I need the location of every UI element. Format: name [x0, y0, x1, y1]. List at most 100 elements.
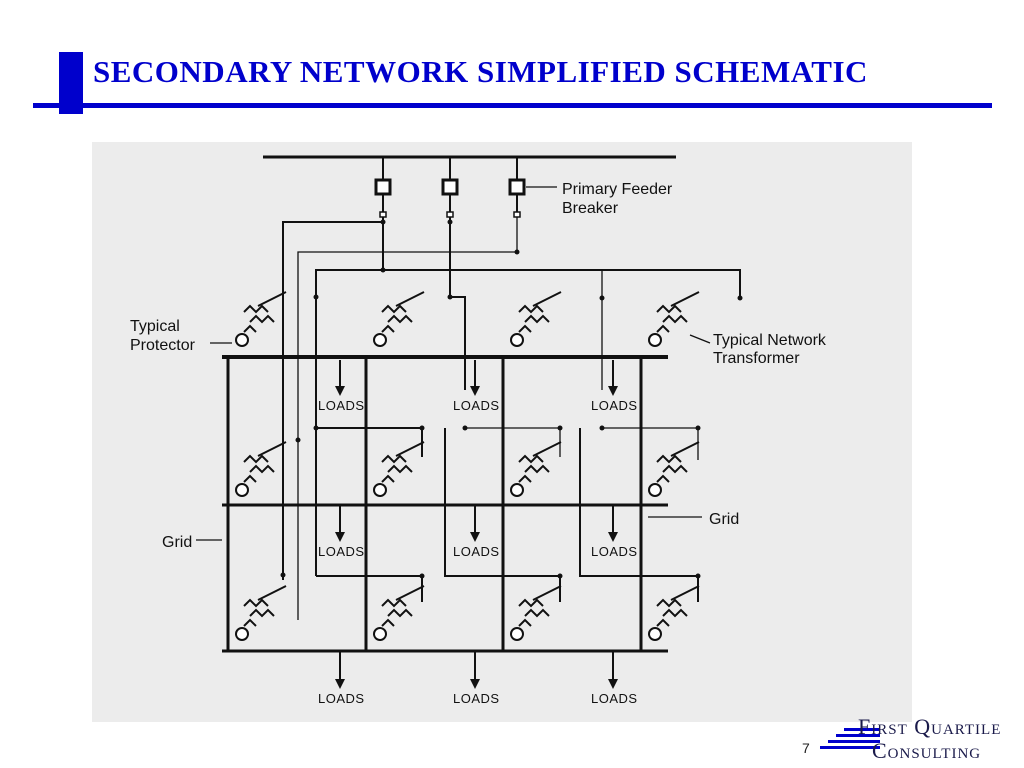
load-arrow-icon: [470, 679, 480, 689]
primary-feeder-breaker-label-line2: Breaker: [562, 200, 619, 217]
loads-label: LOADS: [591, 398, 638, 413]
junction-dot: [737, 295, 743, 301]
loads-label: LOADS: [453, 544, 500, 559]
transformer-coil: [656, 454, 688, 483]
junction-dot: [419, 573, 425, 579]
network-transformer-icon: [510, 441, 562, 497]
load-arrow-icon: [608, 679, 618, 689]
junction-dot: [419, 425, 425, 431]
protector-icon: [235, 333, 249, 347]
transformer-lead: [257, 585, 287, 601]
transformer-coil: [656, 598, 688, 627]
grid-label-right: Grid: [709, 511, 739, 528]
junction-dot: [695, 573, 701, 579]
logo-bars-icon: [820, 728, 880, 752]
network-transformer-icon: [373, 441, 425, 497]
typical-protector-label-line1: Typical: [130, 318, 180, 335]
transformer-lead: [532, 585, 562, 601]
loads-label: LOADS: [453, 691, 500, 706]
transformer-coil: [243, 304, 275, 333]
protector-icon: [373, 483, 387, 497]
network-transformer-icon: [510, 291, 562, 347]
protector-icon: [510, 483, 524, 497]
load-arrow-icon: [470, 532, 480, 542]
junction-dot: [313, 294, 319, 300]
transformer-lead: [670, 291, 700, 307]
network-transformer-icon: [510, 585, 562, 641]
protector-icon: [648, 483, 662, 497]
transformer-coil: [518, 598, 550, 627]
load-arrow-icon: [608, 386, 618, 396]
junction-dot: [599, 295, 605, 301]
transformer-coil: [243, 454, 275, 483]
transformer-lead: [670, 441, 700, 457]
transformer-coil: [381, 598, 413, 627]
protector-icon: [648, 333, 662, 347]
transformer-coil: [656, 304, 688, 333]
transformer-lead: [395, 585, 425, 601]
transformer-lead: [395, 291, 425, 307]
protector-icon: [510, 627, 524, 641]
load-arrow-icon: [335, 386, 345, 396]
typical-network-transformer-label-line2: Transformer: [713, 350, 800, 367]
breaker-contact-icon: [513, 211, 521, 218]
feeder-4: [315, 269, 741, 298]
primary-run: [316, 427, 423, 457]
junction-dot: [447, 219, 453, 225]
transformer-lead: [395, 441, 425, 457]
network-transformer-icon: [373, 585, 425, 641]
loads-label: LOADS: [591, 691, 638, 706]
transformer-coil: [518, 304, 550, 333]
grid-label-left: Grid: [162, 534, 192, 551]
protector-icon: [235, 627, 249, 641]
logo-text-line1: First Quartile: [858, 714, 1002, 739]
primary-run: [579, 428, 699, 602]
network-transformer-icon: [648, 585, 700, 641]
load-arrow-icon: [335, 532, 345, 542]
junction-dot: [514, 249, 520, 255]
network-transformer-icon: [373, 291, 425, 347]
primary-run: [602, 427, 699, 460]
junction-dot: [447, 294, 453, 300]
load-arrow-icon: [608, 532, 618, 542]
loads-label: LOADS: [453, 398, 500, 413]
breaker-contact-icon: [446, 211, 454, 218]
loads-label: LOADS: [591, 544, 638, 559]
protector-icon: [235, 483, 249, 497]
loads-label: LOADS: [318, 398, 365, 413]
transformer-lead: [670, 585, 700, 601]
primary-run: [316, 575, 423, 602]
junction-dot: [380, 219, 386, 225]
primary-feeder-breaker-label-line1: Primary Feeder: [562, 181, 673, 198]
typical-network-transformer-label-line1: Typical Network: [713, 332, 827, 349]
junction-dot: [313, 425, 319, 431]
typical-protector-label-line2: Protector: [130, 337, 196, 354]
protector-icon: [648, 627, 662, 641]
title-underline: [33, 103, 992, 108]
junction-dot: [557, 425, 563, 431]
page-number: 7: [802, 740, 810, 756]
junction-dot: [599, 425, 605, 431]
first-quartile-logo: First Quartile Consulting: [820, 714, 1024, 768]
load-arrow-icon: [335, 679, 345, 689]
transformer-coil: [243, 598, 275, 627]
network-transformer-icon: [235, 441, 287, 497]
junction-dot: [557, 573, 563, 579]
protector-icon: [373, 627, 387, 641]
junction-dot: [462, 425, 468, 431]
transformer-coil: [518, 454, 550, 483]
protector-icon: [510, 333, 524, 347]
transformer-pointer: [689, 334, 711, 344]
junction-dot: [380, 267, 386, 273]
junction-dot: [295, 437, 301, 443]
feeder-breaker-icon: [441, 178, 459, 196]
transformer-lead: [257, 441, 287, 457]
feeder-breaker-icon: [374, 178, 392, 196]
network-transformer-icon: [648, 291, 700, 347]
slide-title: SECONDARY NETWORK SIMPLIFIED SCHEMATIC: [93, 54, 868, 89]
feeder-3: [297, 217, 518, 440]
feeder-2: [449, 217, 466, 390]
feeder-breaker-icon: [508, 178, 526, 196]
breaker-contact-icon: [379, 211, 387, 218]
